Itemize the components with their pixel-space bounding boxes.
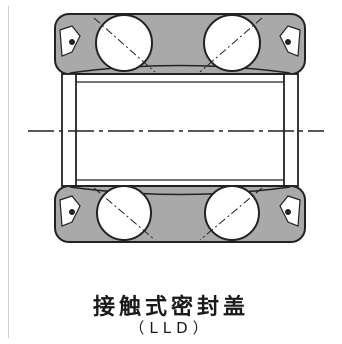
bottom-seal-lip-left	[69, 209, 75, 215]
bottom-contact-line-right	[199, 187, 263, 241]
frame-divider	[8, 6, 9, 338]
inner-ring	[61, 73, 299, 187]
top-seal-lip-right	[285, 39, 291, 45]
bottom-bearing-row	[54, 185, 306, 243]
top-contact-line-left	[93, 17, 156, 73]
bottom-seal-lip-right	[285, 209, 291, 215]
top-raceway	[69, 64, 291, 74]
top-bearing-row	[54, 13, 306, 75]
top-ball-left	[95, 14, 153, 72]
bottom-contact-line-left	[93, 187, 156, 241]
diagram-code: （LLD）	[129, 319, 213, 337]
top-seal-lip-left	[69, 39, 75, 45]
top-ball-right	[203, 14, 261, 72]
top-contact-line-right	[199, 17, 263, 73]
inner-ring-left-wall	[61, 73, 77, 187]
inner-ring-right-wall	[283, 73, 299, 187]
diagram-title: 接触式密封盖	[92, 295, 249, 320]
